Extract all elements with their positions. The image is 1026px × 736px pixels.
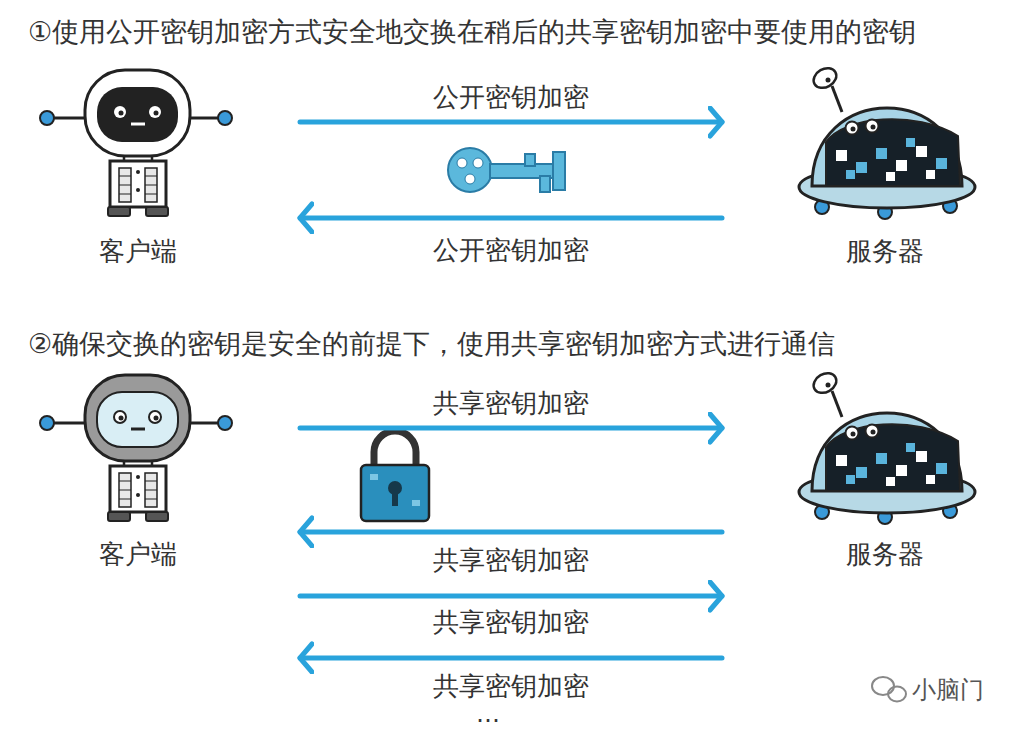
ellipsis: …	[476, 700, 500, 728]
edge-label: 共享密钥加密	[433, 543, 589, 578]
arrow-connector	[300, 530, 722, 535]
edge-label: 共享密钥加密	[433, 386, 589, 421]
edge-label: 共享密钥加密	[433, 669, 589, 704]
edge-label: 公开密钥加密	[433, 233, 589, 268]
robot-node: 服务器	[730, 360, 992, 580]
lock-icon	[361, 431, 429, 521]
step-heading: ②确保交换的密钥是安全的前提下，使用共享密钥加密方式进行通信	[28, 326, 835, 362]
node-label: 客户端	[78, 537, 198, 572]
node-label: 服务器	[815, 537, 955, 572]
edge-label: 公开密钥加密	[433, 80, 589, 115]
step-heading: ①使用公开密钥加密方式安全地交换在稍后的共享密钥加密中要使用的密钥	[28, 14, 916, 50]
robot-node: 客户端	[30, 365, 292, 580]
watermark-icon	[872, 677, 906, 702]
arrow-connector	[300, 594, 722, 599]
node-label: 服务器	[815, 234, 955, 269]
key-icon	[448, 148, 565, 192]
arrow-connector	[300, 216, 722, 221]
arrow-connector	[300, 426, 722, 431]
arrow-connector	[300, 656, 722, 661]
robot-node: 服务器	[730, 55, 992, 275]
edge-label: 共享密钥加密	[433, 605, 589, 640]
watermark: 小脑门	[912, 674, 984, 706]
robot-node: 客户端	[30, 60, 292, 275]
arrow-connector	[300, 120, 722, 125]
node-label: 客户端	[78, 234, 198, 269]
